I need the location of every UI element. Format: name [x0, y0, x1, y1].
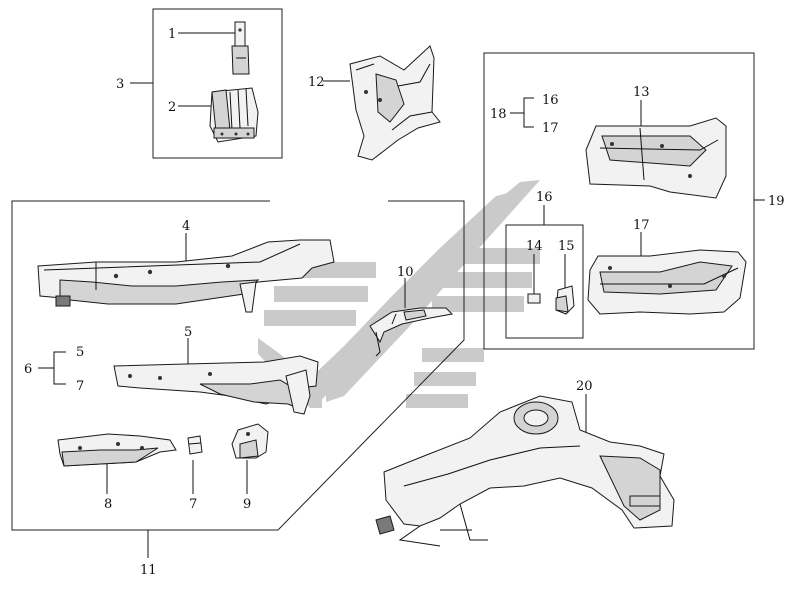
part-2-bracket-assembly: [209, 87, 259, 143]
part-17-inner-panel: [587, 249, 747, 315]
label-18: 18: [490, 107, 507, 122]
label-13: 13: [633, 85, 650, 100]
label-6: 6: [24, 362, 32, 377]
group-box-11: [11, 200, 465, 531]
part-15-bracket: [555, 285, 575, 315]
group-box-19: [483, 52, 755, 350]
label-17-bracket: 17: [542, 121, 559, 136]
part-12-wheelhouse-bracket: [349, 45, 441, 161]
part-5-rail-inner: [113, 355, 319, 415]
label-15: 15: [558, 239, 575, 254]
label-11: 11: [140, 563, 157, 578]
part-9-bracket: [231, 423, 269, 459]
part-20-front-end-assembly: [375, 395, 675, 547]
watermark-logo: [258, 180, 540, 408]
label-1: 1: [168, 27, 176, 42]
label-19: 19: [768, 194, 785, 209]
label-7-bracket: 7: [76, 379, 84, 394]
part-14-plate: [527, 293, 541, 304]
part-13-inner-panel: [585, 117, 727, 199]
part-7-spacer: [187, 435, 203, 455]
label-8: 8: [104, 497, 112, 512]
label-17-part: 17: [633, 218, 650, 233]
label-14: 14: [526, 239, 543, 254]
label-16-bracket: 16: [542, 93, 559, 108]
label-2: 2: [168, 100, 176, 115]
label-12: 12: [308, 75, 325, 90]
label-16-group: 16: [536, 190, 553, 205]
part-4-front-rail: [37, 239, 335, 313]
label-7-part: 7: [189, 497, 197, 512]
label-20: 20: [576, 379, 593, 394]
part-1-bracket: [231, 21, 250, 75]
callout-labels: 1 2 3 4 5 5 6 7 7 8 9 10 11 12 13 14 15 …: [24, 27, 785, 578]
label-10: 10: [397, 265, 414, 280]
part-8-rail-extension: [57, 433, 177, 467]
label-4: 4: [182, 219, 190, 234]
label-3: 3: [116, 77, 124, 92]
label-5-rail: 5: [184, 325, 192, 340]
label-9: 9: [243, 497, 251, 512]
part-10-support-bar: [369, 307, 454, 357]
label-5-bracket: 5: [76, 345, 84, 360]
